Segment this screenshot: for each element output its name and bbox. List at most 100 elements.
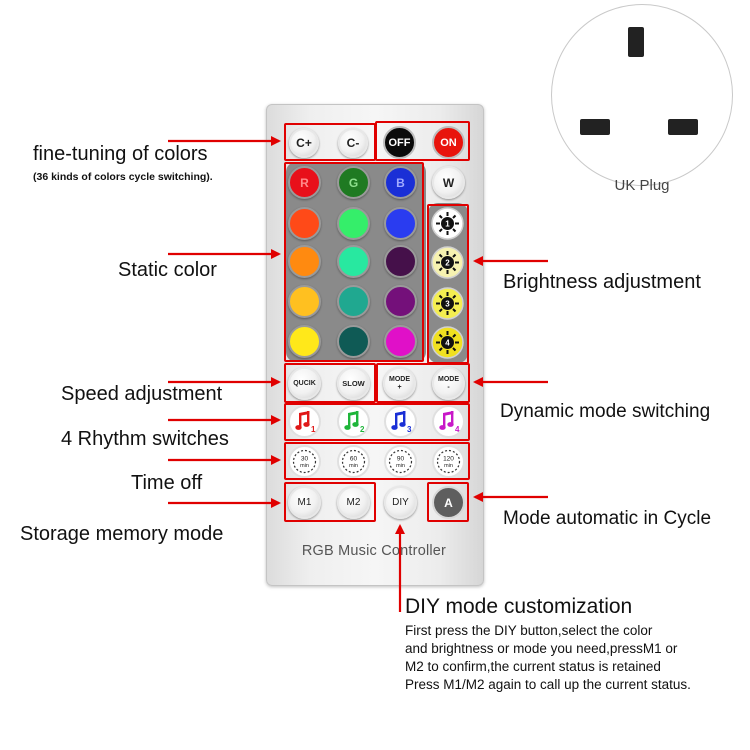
- plug-live-pin: [580, 119, 610, 135]
- timer-button-120[interactable]: 120 min: [432, 445, 465, 478]
- slow-label: SLOW: [342, 378, 365, 388]
- music-note-icon: [391, 411, 406, 430]
- color-button-blue[interactable]: B: [384, 166, 417, 199]
- sun-icon: [436, 251, 459, 274]
- diy-desc-line: M2 to confirm,the current status is reta…: [405, 659, 661, 674]
- timer-value: 120: [443, 456, 454, 463]
- color-button[interactable]: [288, 285, 321, 318]
- highlight-on-off: [375, 121, 470, 161]
- diy-desc-line: Press M1/M2 again to call up the current…: [405, 677, 691, 692]
- color-button[interactable]: [337, 245, 370, 278]
- timer-button-90[interactable]: 90 min: [384, 445, 417, 478]
- sun-icon: [436, 292, 459, 315]
- rhythm-num-3: 3: [407, 425, 412, 434]
- brightness-level-3: 3: [445, 300, 450, 309]
- label-brightness: Brightness adjustment: [503, 271, 701, 293]
- label-fine-tuning: fine-tuning of colors: [33, 143, 208, 165]
- highlight-timer: [284, 442, 470, 480]
- c-minus-button[interactable]: C-: [338, 128, 368, 158]
- color-button[interactable]: [384, 245, 417, 278]
- label-speed: Speed adjustment: [61, 383, 223, 405]
- timer-value: 30: [301, 456, 309, 463]
- color-button[interactable]: [384, 285, 417, 318]
- b-label: B: [396, 175, 405, 190]
- rhythm-button-2[interactable]: 2: [337, 405, 370, 438]
- music-note-icon: [295, 411, 310, 430]
- sun-icon: [436, 331, 459, 354]
- rhythm-button-4[interactable]: 4: [432, 405, 465, 438]
- clock-icon: [436, 449, 461, 474]
- quick-button[interactable]: QUCIK: [288, 367, 321, 400]
- highlight-speed: [284, 363, 376, 403]
- brightness-level-1: 1: [445, 220, 450, 229]
- slow-button[interactable]: SLOW: [337, 367, 370, 400]
- on-button[interactable]: ON: [432, 126, 465, 159]
- rhythm-button-3[interactable]: 3: [384, 405, 417, 438]
- c-plus-button[interactable]: C+: [289, 128, 319, 158]
- plug-label: UK Plug: [614, 177, 670, 194]
- label-auto-cycle: Mode automatic in Cycle: [503, 508, 712, 529]
- mode-minus-label: MODE: [438, 375, 459, 383]
- rhythm-num-1: 1: [311, 425, 316, 434]
- clock-icon: [388, 449, 413, 474]
- label-fine-tuning-sub: (36 kinds of colors cycle switching).: [33, 171, 213, 183]
- mode-plus-button[interactable]: MODE +: [383, 367, 416, 400]
- timer-button-60[interactable]: 60 min: [337, 445, 370, 478]
- timer-button-30[interactable]: 30 min: [288, 445, 321, 478]
- mode-minus-button[interactable]: MODE -: [432, 367, 465, 400]
- diy-desc-line: First press the DIY button,select the co…: [405, 623, 653, 638]
- color-button[interactable]: [337, 207, 370, 240]
- label-rhythm: 4 Rhythm switches: [61, 428, 229, 450]
- plug-neutral-pin: [668, 119, 698, 135]
- m2-button[interactable]: M2: [337, 486, 370, 519]
- m1-button[interactable]: M1: [288, 486, 321, 519]
- label-static-color: Static color: [118, 259, 217, 281]
- color-button[interactable]: [288, 245, 321, 278]
- brightness-button[interactable]: 1: [431, 207, 464, 240]
- timer-unit: min: [349, 463, 358, 469]
- label-time-off: Time off: [131, 472, 203, 494]
- timer-unit: min: [300, 463, 309, 469]
- brightness-button[interactable]: 2: [431, 246, 464, 279]
- highlight-auto: [427, 482, 469, 522]
- color-button[interactable]: [337, 285, 370, 318]
- label-dynamic: Dynamic mode switching: [500, 401, 711, 422]
- quick-label: QUCIK: [293, 379, 316, 387]
- diy-button[interactable]: DIY: [384, 486, 417, 519]
- color-button[interactable]: [384, 325, 417, 358]
- color-button-red[interactable]: R: [288, 166, 321, 199]
- color-button-green[interactable]: G: [337, 166, 370, 199]
- timer-value: 60: [350, 456, 358, 463]
- mode-plus-label: MODE: [389, 375, 410, 383]
- diy-desc-line: and brightness or mode you need,pressM1 …: [405, 641, 678, 656]
- highlight-memory: [284, 482, 376, 522]
- brightness-button[interactable]: 3: [431, 287, 464, 320]
- color-button[interactable]: [384, 207, 417, 240]
- mode-minus-sign: -: [447, 383, 450, 391]
- music-note-icon: [344, 411, 359, 430]
- white-button[interactable]: W: [432, 166, 465, 199]
- r-label: R: [300, 175, 309, 190]
- off-button[interactable]: OFF: [383, 126, 416, 159]
- clock-icon: [292, 449, 317, 474]
- highlight-dynamic-mode: [376, 363, 470, 403]
- plug-earth-pin: [628, 27, 644, 57]
- brightness-button[interactable]: 4: [431, 326, 464, 359]
- label-storage: Storage memory mode: [20, 523, 224, 545]
- timer-value: 90: [397, 456, 405, 463]
- clock-icon: [341, 449, 366, 474]
- g-label: G: [348, 175, 359, 190]
- color-button[interactable]: [337, 325, 370, 358]
- mode-plus-sign: +: [397, 383, 402, 391]
- rhythm-num-4: 4: [455, 425, 460, 434]
- music-note-icon: [439, 411, 454, 430]
- brightness-level-2: 2: [445, 259, 450, 268]
- color-button[interactable]: [288, 207, 321, 240]
- timer-unit: min: [396, 463, 405, 469]
- rhythm-button-1[interactable]: 1: [288, 405, 321, 438]
- label-diy-title: DIY mode customization: [405, 595, 633, 618]
- brand-label: RGB Music Controller: [301, 543, 447, 559]
- auto-button[interactable]: A: [432, 486, 465, 519]
- color-button[interactable]: [288, 325, 321, 358]
